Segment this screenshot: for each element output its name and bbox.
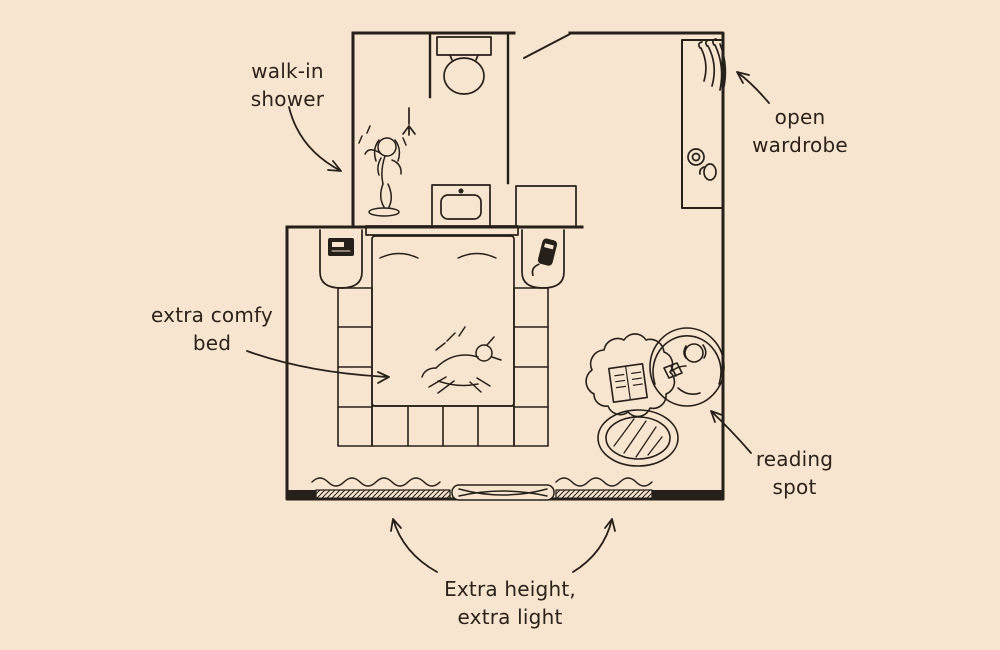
radio-icon <box>328 238 354 256</box>
open-wardrobe-label: open wardrobe <box>752 105 848 158</box>
bed-arrow <box>246 350 390 384</box>
window-seat-icon <box>451 484 555 501</box>
walk-in-shower-label: walk-in shower <box>250 59 325 112</box>
phone-icon <box>531 238 558 277</box>
door-leaf <box>523 33 571 59</box>
shower-arrow <box>288 106 342 172</box>
bottom-wall <box>287 477 723 501</box>
window-right-icon <box>555 489 653 500</box>
dog-icon <box>421 326 502 394</box>
height-right-arrow <box>572 518 616 573</box>
shower-person <box>358 125 407 217</box>
extra-height-label: Extra height, extra light <box>444 577 576 630</box>
wardrobe-arrow <box>736 71 770 104</box>
open-book-icon <box>607 362 649 404</box>
sink-vanity-icon <box>431 184 491 228</box>
extra-comfy-bed-label: extra comfy bed <box>151 303 273 356</box>
shower-head-icon <box>402 107 416 136</box>
wardrobe-icon <box>681 38 727 209</box>
wall-chunk-left <box>287 490 316 499</box>
dresser-icon <box>515 185 577 228</box>
reading-arrow <box>710 410 752 454</box>
nightstand-left-icon <box>319 229 363 289</box>
nightstand-right-icon <box>521 229 565 289</box>
bed-platform <box>337 287 549 447</box>
reading-chair-icon <box>649 327 725 407</box>
curtain-left-icon <box>311 477 441 487</box>
annotation-arrows <box>246 71 770 573</box>
side-table-icon <box>597 409 679 467</box>
toilet-icon <box>436 36 492 95</box>
window-left-icon <box>315 489 451 500</box>
wall-chunk-right <box>652 490 723 499</box>
reading-spot-label: reading spot <box>755 447 834 500</box>
height-left-arrow <box>390 518 438 573</box>
curtain-right-icon <box>555 477 653 487</box>
rug-book-icon <box>585 333 676 418</box>
